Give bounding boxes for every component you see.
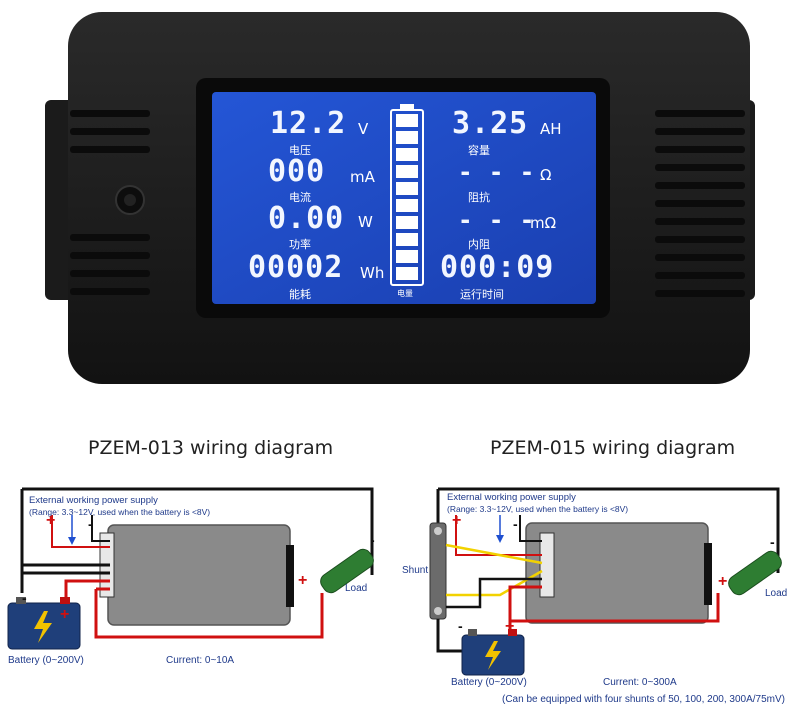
- lcd-screen: [212, 92, 596, 304]
- battery-segment: [396, 216, 418, 229]
- power-value: 0.00: [268, 201, 345, 236]
- current-015-label: Current: 0~300A: [603, 677, 677, 688]
- voltage-value: 12.2: [270, 106, 347, 141]
- shunt-note-015: (Can be equipped with four shunts of 50,…: [502, 694, 785, 705]
- ext-minus-013: -: [88, 516, 93, 532]
- battery-015-label: Battery (0~200V): [451, 677, 527, 688]
- energy-value: 00002: [248, 250, 344, 285]
- capacity-label: 容量: [468, 144, 490, 157]
- load-minus-013: -: [370, 532, 375, 548]
- energy-unit: Wh: [360, 264, 385, 282]
- ext-plus-013: +: [46, 512, 56, 529]
- internal-resistance-value: - - -: [458, 206, 536, 234]
- resistance-label: 阻抗: [468, 191, 490, 204]
- runtime-value: 000:09: [440, 250, 555, 285]
- diagram-015-wiring: [429, 487, 782, 676]
- battery-segment: [396, 250, 418, 263]
- battery-segment: [396, 267, 418, 280]
- capacity-value: 3.25: [452, 106, 529, 141]
- internal-resistance-label: 内阻: [468, 238, 490, 251]
- load-plus-015: +: [718, 573, 728, 590]
- diagram-015-title: PZEM-015 wiring diagram: [490, 437, 736, 459]
- battery-minus-015: -: [458, 618, 463, 634]
- ext-minus-015: -: [513, 516, 518, 532]
- energy-label: 能耗: [289, 288, 311, 301]
- current-label: 电流: [289, 191, 311, 204]
- current-value: 000: [268, 154, 326, 189]
- battery-segment: [396, 148, 418, 161]
- ext-range-015-label: (Range: 3.3~12V, used when the battery i…: [447, 504, 629, 514]
- shunt-label: Shunt: [402, 565, 429, 576]
- battery-icon: [461, 629, 525, 676]
- ext-plus-015: +: [452, 512, 462, 529]
- voltage-unit: V: [358, 120, 369, 138]
- battery-013-label: Battery (0~200V): [8, 655, 84, 666]
- power-meter-photo: 12.2 V 电压 000 mA 电流 0.00 W 功率 00002 Wh 能…: [45, 12, 755, 384]
- battery-segment: [396, 114, 418, 127]
- battery-segment: [396, 131, 418, 144]
- battery-plus-013: +: [60, 606, 70, 623]
- load-013-label: Load: [345, 583, 368, 594]
- battery-segment: [396, 199, 418, 212]
- capacity-unit: AH: [540, 120, 562, 138]
- battery-minus-013: -: [22, 590, 27, 606]
- ext-supply-015-label: External working power supply: [447, 492, 576, 503]
- battery-label: 电量: [397, 289, 413, 298]
- ext-supply-013-label: External working power supply: [29, 495, 158, 506]
- runtime-label: 运行时间: [460, 288, 504, 301]
- battery-segment: [396, 233, 418, 246]
- load-plus-013: +: [298, 572, 308, 589]
- ext-range-013-label: (Range: 3.3~12V, used when the battery i…: [29, 507, 211, 517]
- load-015-label: Load: [765, 588, 788, 599]
- load-minus-015: -: [770, 534, 775, 550]
- diagram-013-wiring: [7, 487, 374, 650]
- meter-body: [45, 12, 755, 384]
- load-resistor-icon: [728, 550, 782, 596]
- meter-module-013: [107, 524, 291, 626]
- resistance-value: - - -: [458, 158, 536, 186]
- resistance-unit: Ω: [540, 166, 552, 184]
- battery-level-gauge: [396, 114, 418, 280]
- load-resistor-icon: [320, 548, 374, 594]
- internal-resistance-unit: mΩ: [530, 214, 557, 232]
- battery-segment: [396, 165, 418, 178]
- diagram-013-title: PZEM-013 wiring diagram: [88, 437, 334, 459]
- power-unit: W: [358, 213, 373, 231]
- current-unit: mA: [350, 168, 375, 186]
- battery-plus-015: +: [505, 618, 515, 635]
- battery-icon: [7, 597, 81, 650]
- battery-segment: [396, 182, 418, 195]
- voltage-label: 电压: [289, 144, 311, 157]
- shunt-icon: [429, 522, 447, 620]
- current-013-label: Current: 0~10A: [166, 655, 235, 666]
- power-label: 功率: [289, 238, 311, 251]
